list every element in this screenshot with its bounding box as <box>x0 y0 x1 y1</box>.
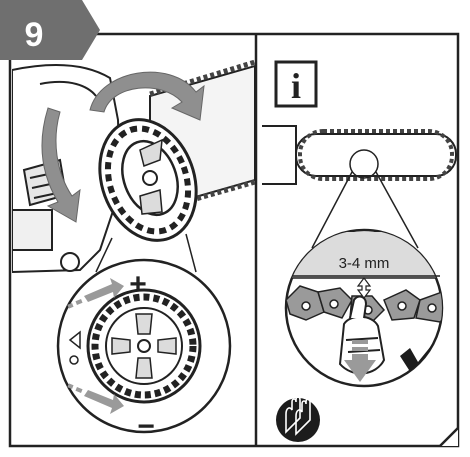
measurement-label: 3-4 mm <box>339 255 390 272</box>
step-number: 9 <box>25 16 44 54</box>
svg-text:i: i <box>291 66 301 106</box>
info-icon: i <box>276 62 316 106</box>
plus-sign: + <box>129 268 147 301</box>
chain-bar <box>262 126 456 184</box>
step-number-badge: 9 <box>0 0 100 60</box>
minus-sign: − <box>137 410 155 443</box>
